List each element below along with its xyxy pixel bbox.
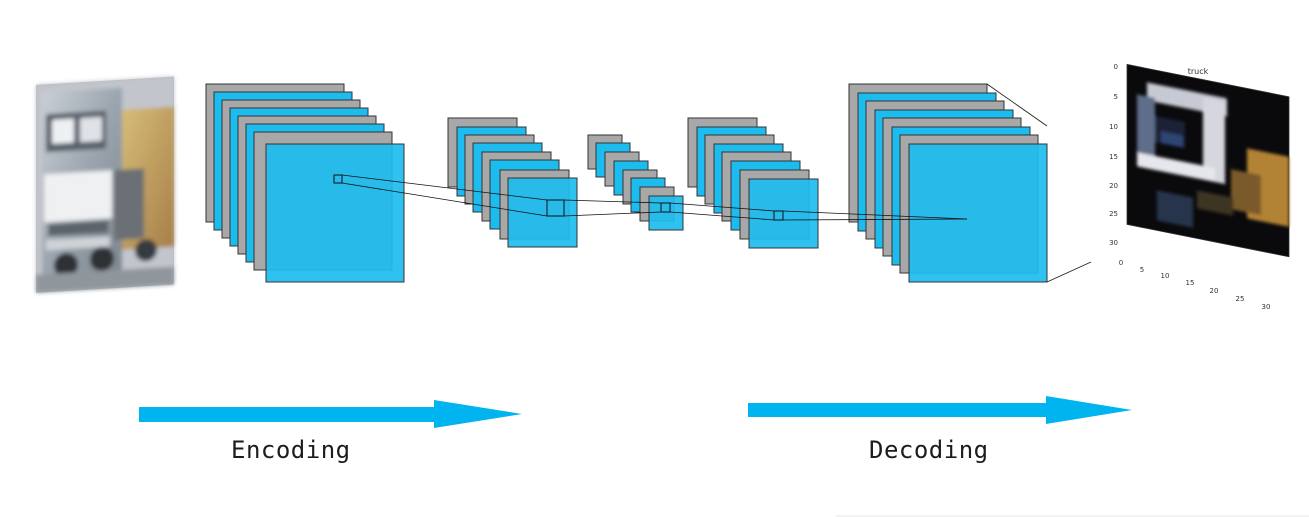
x-tick-label: 15 bbox=[1186, 279, 1195, 287]
decoding-arrow bbox=[748, 396, 1132, 424]
encoding-arrow bbox=[139, 400, 522, 428]
y-tick-label: 25 bbox=[1109, 210, 1118, 218]
encoder-feature-maps-2 bbox=[447, 117, 578, 248]
x-tick-label: 30 bbox=[1262, 303, 1271, 311]
y-tick-label: 10 bbox=[1109, 123, 1118, 131]
output-plot-title: truck bbox=[1188, 67, 1209, 76]
x-tick-label: 20 bbox=[1210, 287, 1219, 295]
input-image bbox=[36, 76, 174, 293]
output-plot-y-ticks: 0 5 10 15 20 25 30 bbox=[1109, 63, 1118, 247]
encoder-feature-maps-1 bbox=[205, 83, 405, 283]
output-plot: truck 0 5 10 15 20 25 30 0 5 10 15 20 25… bbox=[1109, 63, 1290, 311]
decoder-feature-maps-1 bbox=[687, 117, 819, 249]
x-tick-label: 25 bbox=[1236, 295, 1245, 303]
x-tick-label: 10 bbox=[1161, 272, 1170, 280]
bottleneck-feature-maps bbox=[587, 134, 684, 231]
x-tick-label: 5 bbox=[1140, 266, 1144, 274]
output-image-content bbox=[1137, 82, 1289, 228]
output-plot-x-ticks: 0 5 10 15 20 25 30 bbox=[1119, 259, 1271, 311]
y-tick-label: 30 bbox=[1109, 239, 1118, 247]
receptive-field-lines bbox=[341, 174, 968, 221]
y-tick-label: 0 bbox=[1114, 63, 1118, 71]
y-tick-label: 15 bbox=[1109, 153, 1118, 161]
output-projection-lines bbox=[986, 83, 1092, 283]
x-tick-label: 0 bbox=[1119, 259, 1123, 267]
decoder-feature-maps-2 bbox=[848, 83, 1048, 283]
y-tick-label: 20 bbox=[1109, 182, 1118, 190]
decoding-label: Decoding bbox=[869, 436, 989, 464]
y-tick-label: 5 bbox=[1114, 93, 1118, 101]
encoding-label: Encoding bbox=[231, 436, 351, 464]
